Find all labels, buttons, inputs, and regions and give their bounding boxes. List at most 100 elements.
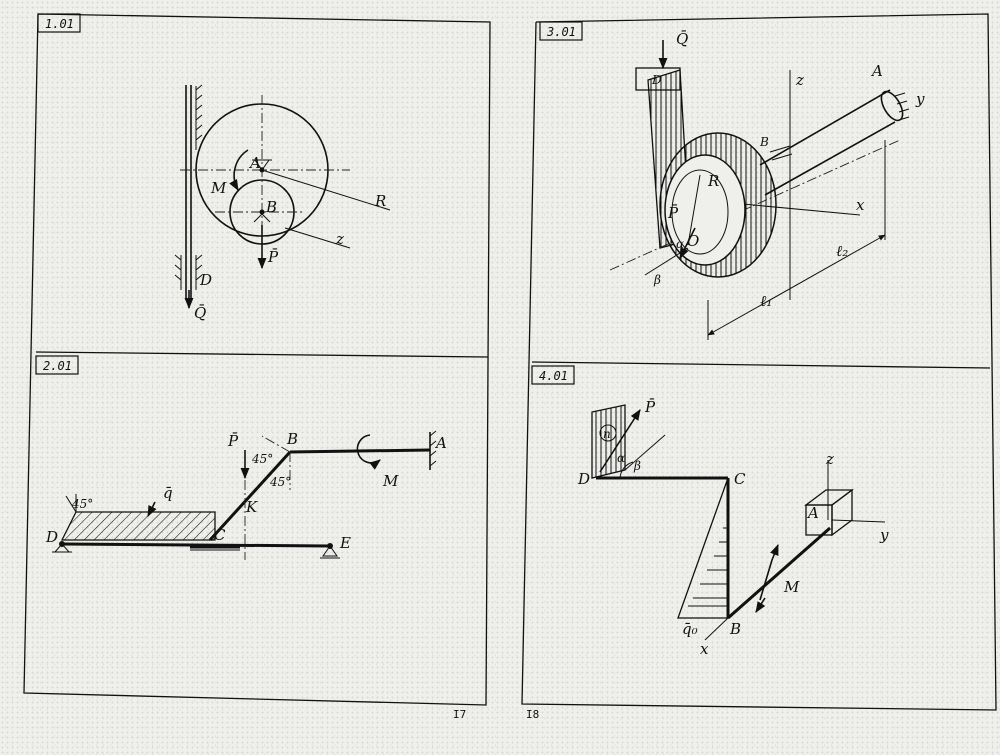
label-P: P̄ [227,432,239,450]
label-M: M [382,472,399,490]
load-q-arrow [147,501,157,518]
distributed-load-q [60,511,216,541]
label-R: R [707,172,719,190]
label-q0: q̄₀ [682,620,698,638]
label-B: B [759,135,769,149]
label-P: P̄ [267,248,279,266]
label-P: P̄ [644,398,656,416]
label-l1: ℓ₁ [760,292,772,310]
x-axis [704,617,729,641]
label-M: M [783,578,800,596]
panel-2-01: 2.01 P̄ B A M q̄ K C D E 45° [35,355,447,560]
label-K: K [245,498,258,516]
label-l2: ℓ₂ [836,242,848,260]
upper-guide-hatch [195,84,203,141]
angle-label-1: 45° [251,452,273,466]
label-z: z [825,450,834,468]
panel-tag-3-01: 3.01 [546,25,576,39]
label-B: B [286,430,298,448]
label-Q: Q̄ [194,304,206,322]
label-A: A [248,154,261,172]
bar-cb [208,450,292,542]
label-C: C [734,470,746,488]
box-top [804,489,854,506]
load-lines [688,527,728,607]
label-D: D [651,73,662,87]
label-M: M [210,179,227,197]
gear-hub [671,169,729,255]
load-angle-ref [65,495,77,513]
beta-ref [644,247,689,276]
radius-r-leader [261,169,391,211]
bearing-b [769,145,793,161]
radius-r-line [687,174,701,246]
page-number-right: I8 [526,708,539,721]
bearing-a-hatch [894,92,910,121]
moment-m-arc [229,149,249,191]
shaft-bottom [764,121,896,196]
panel-tag-box [539,21,583,41]
label-y: y [879,526,889,544]
normal-n-circle [599,424,617,442]
moment-m-line [759,559,773,601]
label-O: O [687,232,699,250]
label-n: n [603,427,611,441]
label-alpha: α [676,237,684,251]
lower-guide-hatch [174,254,203,281]
moment-m-arc [356,434,381,470]
panel-tag-box [531,365,575,385]
label-B: B [729,620,741,638]
plate-edge-ref [624,434,666,471]
label-x: x [856,196,865,214]
pin-b [259,209,265,215]
shaft-top [759,89,891,166]
support-e [320,545,340,559]
label-beta: β [633,459,641,473]
angle-beta-arc [619,461,634,479]
panel-4-01: 4.01 P̄ n α β D C z A y M q̄₀ [531,365,889,658]
panel-tag-box [37,13,81,33]
label-B: B [265,198,277,216]
label-A: A [434,434,447,452]
page-number-left: I7 [453,708,466,721]
label-D: D [199,271,212,289]
label-q: q̄ [163,484,173,502]
label-D: D [577,470,590,488]
bar-ba [727,526,831,620]
force-p-arrow [599,409,641,473]
b-angle-ref [261,435,291,453]
panel-tag-box [35,355,79,375]
beam-de [61,542,331,548]
label-r: z [335,230,344,248]
left-page-frame [23,13,491,706]
label-alpha: α [617,451,625,465]
label-y: y [915,90,925,108]
label-C: C [214,526,226,544]
label-R: R [374,192,386,210]
label-z: z [795,71,804,89]
radius-small-leader [284,227,351,249]
label-P: P̄ [667,204,679,222]
bar-ba [289,448,431,454]
force-p-arrow [679,227,696,260]
angle-label-2: 45° [269,475,291,489]
panel-tag-1-01: 1.01 [45,17,74,31]
label-A: A [870,62,883,80]
label-E: E [339,534,351,552]
angle-label-3: 45° [71,497,93,511]
support-d [52,543,72,553]
box-side [831,488,853,537]
label-D: D [45,528,58,546]
panel-tag-2-01: 2.01 [43,359,72,373]
pin-b-support [253,213,271,223]
triangular-load-q0 [677,477,729,619]
panel-3-01: 3.01 Q̄ D z A y B R P̄ α [539,21,925,340]
plate-top-block [635,67,681,91]
label-Q: Q̄ [676,30,688,48]
label-x: x [700,640,709,658]
right-page-frame [521,13,997,711]
y-axis [831,519,886,523]
panel-tag-4-01: 4.01 [539,369,568,383]
